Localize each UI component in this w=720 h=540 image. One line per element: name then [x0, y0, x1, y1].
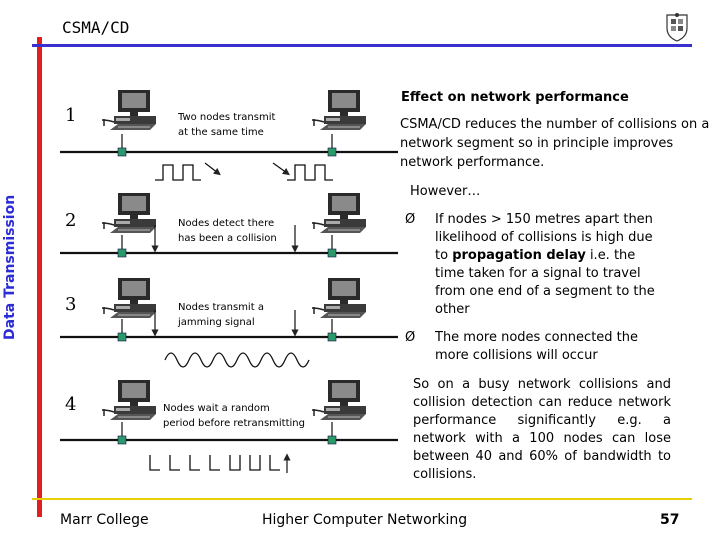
- bullet-text-part: If nodes > 150 metres apart then likelih…: [435, 212, 653, 263]
- yellow-rule-line: [32, 498, 692, 500]
- random-wait-pulses: [149, 455, 280, 471]
- vertical-section-label: Data Transmission: [2, 194, 18, 340]
- red-accent-bar: [37, 37, 42, 517]
- csma-cd-diagram: 1 Two nodes transmit at the same time 2 …: [60, 89, 398, 473]
- step-caption: period before retransmitting: [163, 418, 305, 429]
- bullet-propagation-delay: Ø If nodes > 150 metres apart then likel…: [405, 211, 665, 319]
- school-crest-icon: [666, 13, 688, 42]
- footer-school-name: Marr College: [60, 512, 149, 528]
- step-caption: Two nodes transmit: [177, 112, 276, 123]
- bullet-text-part: i.e. the time taken for a signal to trav…: [435, 248, 655, 317]
- blue-rule-line: [32, 44, 692, 47]
- step-caption: has been a collision: [178, 233, 277, 244]
- step-caption: Nodes wait a random: [163, 403, 270, 414]
- step-number: 3: [65, 294, 76, 315]
- bullet-text: If nodes > 150 metres apart then likelih…: [435, 211, 665, 319]
- intro-paragraph: CSMA/CD reduces the number of collisions…: [400, 117, 710, 170]
- page-number: 57: [660, 512, 680, 528]
- conclusion-paragraph: So on a busy network collisions and coll…: [413, 377, 671, 482]
- bullet-bold-term: propagation delay: [452, 248, 586, 263]
- step-caption: at the same time: [178, 127, 264, 138]
- step-caption: jamming signal: [177, 317, 255, 328]
- step-caption: Nodes detect there: [178, 218, 274, 229]
- footer-course-name: Higher Computer Networking: [262, 512, 468, 528]
- step-number: 2: [65, 210, 76, 231]
- step-caption: Nodes transmit a: [178, 302, 264, 313]
- section-heading: Effect on network performance: [401, 90, 629, 105]
- step-number: 4: [65, 394, 76, 415]
- bullet-arrow-icon: Ø: [405, 212, 416, 227]
- jamming-signal-wave: [164, 352, 310, 368]
- however-label: However…: [410, 184, 481, 199]
- step-number: 1: [65, 105, 76, 126]
- bullet-text: The more nodes connected the more collis…: [435, 330, 639, 363]
- bullet-arrow-icon: Ø: [405, 330, 416, 345]
- slide-title: CSMA/CD: [62, 18, 130, 37]
- bullet-more-nodes: Ø The more nodes connected the more coll…: [405, 329, 665, 365]
